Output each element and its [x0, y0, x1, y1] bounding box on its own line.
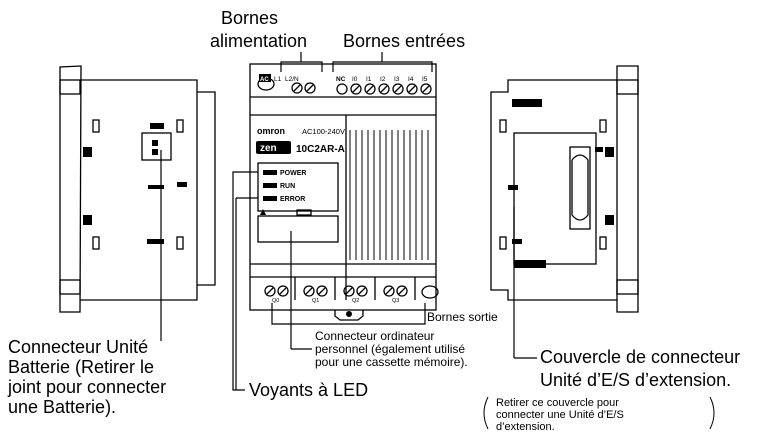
terminal-label-l1: L1	[274, 76, 282, 83]
expansion-note-line3: d’extension.	[496, 422, 555, 433]
led-label-run: RUN	[280, 183, 295, 190]
pc-connector-label-line1: Connecteur ordinateur	[315, 330, 434, 342]
terminal-label-i1: I1	[366, 76, 372, 83]
led-bars	[263, 170, 277, 201]
battery-connector-label-line4: une Batterie).	[8, 398, 116, 416]
pc-connector-label-line3: pour une cassette mémoire).	[315, 356, 468, 368]
top-terminal-screws	[292, 83, 431, 94]
battery-connector-label-line3: joint pour connecter	[8, 378, 166, 396]
expansion-note-line1: Retirer ce couvercle pour	[496, 398, 619, 409]
brand-logo: omron	[257, 126, 285, 136]
expansion-cover-label-line1: Couvercle de connecteur	[540, 348, 740, 366]
power-terminals-label-line2: alimentation	[210, 32, 307, 50]
expansion-connector-cover	[514, 133, 596, 264]
terminal-label-i4: I4	[408, 76, 414, 83]
led-indicators-label: Voyants à LED	[249, 381, 368, 399]
battery-connector-label-line2: Batterie (Retirer le	[8, 358, 154, 376]
terminal-label-q1: Q1	[312, 298, 319, 304]
power-terminals-label-line1: Bornes	[221, 9, 278, 27]
series-logo: zen	[260, 143, 277, 154]
led-label-power: POWER	[280, 170, 306, 177]
bottom-terminal-screws	[265, 286, 407, 296]
terminal-label-l2n: L2/N	[285, 76, 299, 83]
pc-connector-label-line2: personnel (également utilisé	[315, 343, 465, 355]
terminal-label-i3: I3	[394, 76, 400, 83]
terminal-label-q0: Q0	[272, 298, 279, 304]
left-side-view	[60, 66, 215, 312]
front-view	[250, 64, 438, 320]
terminal-label-q3: Q3	[392, 298, 399, 304]
expansion-cover-label-line2: Unité d’E/S d’extension.	[540, 371, 731, 389]
led-label-error: ERROR	[280, 196, 305, 203]
voltage-rating: AC100-240V	[302, 127, 345, 136]
vent-lines	[350, 130, 428, 260]
terminal-label-nc: NC	[336, 76, 346, 83]
battery-connector-port	[142, 133, 171, 160]
input-terminals-label: Bornes entrées	[343, 32, 465, 50]
terminal-label-i2: I2	[380, 76, 386, 83]
right-side-view	[491, 66, 638, 312]
battery-connector-label-line1: Connecteur Unité	[8, 338, 148, 356]
terminal-label-q2: Q2	[352, 298, 359, 304]
pc-connector-cover	[258, 216, 338, 242]
terminal-label-i5: I5	[422, 76, 428, 83]
output-terminals-label: Bornes sortie	[427, 311, 498, 323]
terminal-label-ac: AC	[260, 77, 269, 83]
model-number: 10C2AR-A	[296, 144, 345, 155]
terminal-label-i0: I0	[352, 76, 358, 83]
expansion-note-line2: connecter une Unité d’E/S	[496, 410, 624, 421]
